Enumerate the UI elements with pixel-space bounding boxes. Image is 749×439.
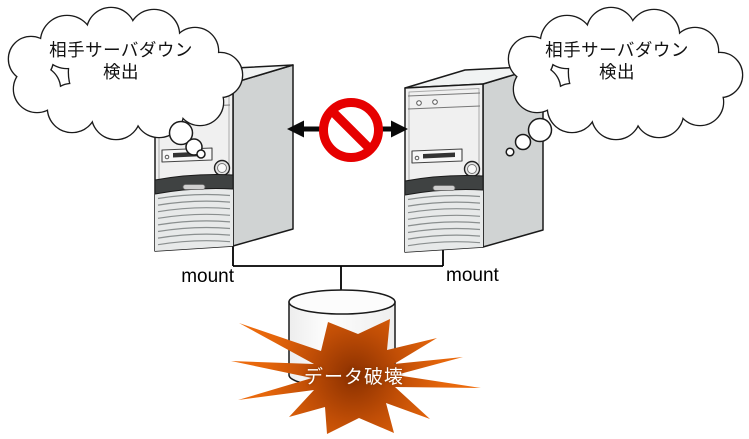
thought-bubbles-left xyxy=(168,120,206,159)
explosion-burst-icon xyxy=(231,319,481,434)
right-cloud-line2: 検出 xyxy=(599,62,635,82)
left-cloud-line2: 検出 xyxy=(103,62,139,82)
thought-bubbles-right xyxy=(505,117,553,157)
mount-connector-lines xyxy=(232,246,444,291)
left-cloud-text: 相手サーバダウン 検出 xyxy=(25,39,217,83)
no-entry-icon xyxy=(319,98,383,162)
mount-label-left: mount xyxy=(181,266,234,287)
right-cloud-text: 相手サーバダウン 検出 xyxy=(521,39,713,83)
mount-label-right: mount xyxy=(446,265,499,286)
right-cloud-line1: 相手サーバダウン xyxy=(545,40,689,60)
data-destruction-label: データ破壊 xyxy=(303,367,404,388)
left-cloud-line1: 相手サーバダウン xyxy=(49,40,193,60)
